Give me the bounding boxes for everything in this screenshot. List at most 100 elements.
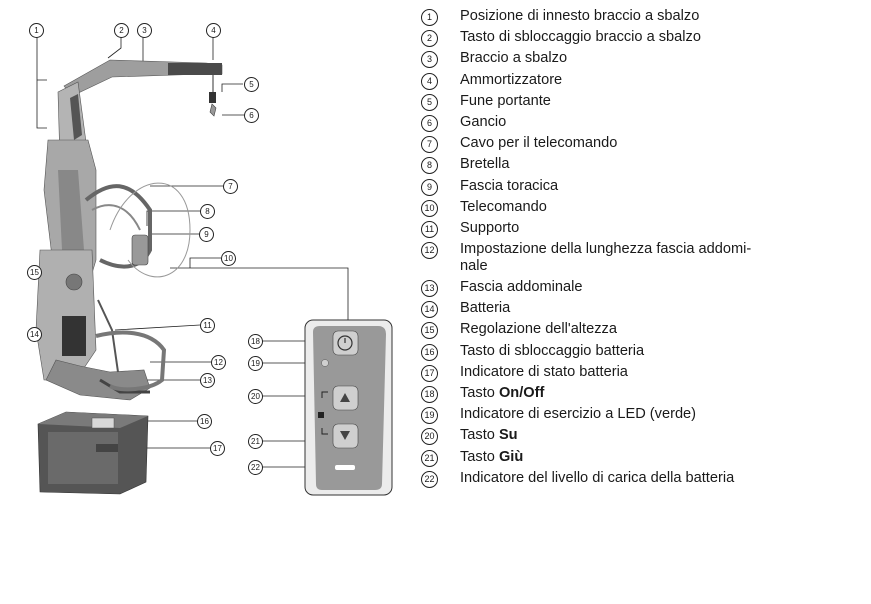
legend-label: Telecomando xyxy=(460,199,547,215)
callout-9: 9 xyxy=(199,227,214,242)
legend-text: Tasto di sbloccaggio batteria xyxy=(460,343,865,360)
legend-item: 18 Tasto On/Off xyxy=(421,385,866,406)
legend-number: 17 xyxy=(421,365,438,382)
legend-item: 15 Regolazione dell'altezza xyxy=(421,321,866,342)
legend-number: 1 xyxy=(421,9,438,26)
legend-label: Braccio a sbalzo xyxy=(460,50,567,66)
legend-number: 10 xyxy=(421,200,438,217)
legend-item: 16 Tasto di sbloccaggio batteria xyxy=(421,343,866,364)
legend-number: 9 xyxy=(421,179,438,196)
battery xyxy=(38,412,148,494)
callout-19: 19 xyxy=(248,356,263,371)
legend-label: Batteria xyxy=(460,300,510,316)
legend-item: 12 Impostazione della lunghezza fascia ad… xyxy=(421,241,866,279)
legend-text: Indicatore di stato batteria xyxy=(460,364,865,381)
legend-item: 13 Fascia addominale xyxy=(421,279,866,300)
callout-3: 3 xyxy=(137,23,152,38)
legend-item: 9 Fascia toracica xyxy=(421,178,866,199)
legend-text: Ammortizzatore xyxy=(460,72,865,89)
legend-label-bold: Su xyxy=(499,427,518,443)
callout-14: 14 xyxy=(27,327,42,342)
legend-label: Bretella xyxy=(460,156,509,172)
legend-text: Posizione di innesto braccio a sbalzo xyxy=(460,8,865,25)
legend-label: Tasto di sbloccaggio braccio a sbalzo xyxy=(460,29,701,45)
legend-number: 7 xyxy=(421,136,438,153)
harness-frame xyxy=(36,140,190,400)
callout-8: 8 xyxy=(200,204,215,219)
legend-text: Braccio a sbalzo xyxy=(460,50,865,67)
legend-item: 22 Indicatore del livello di carica della… xyxy=(421,470,866,491)
callout-5: 5 xyxy=(244,77,259,92)
callout-12: 12 xyxy=(211,355,226,370)
legend-text: Tasto Giù xyxy=(460,449,865,466)
legend-text: Indicatore del livello di carica della b… xyxy=(460,470,865,487)
legend-text: Impostazione della lunghezza fascia addo… xyxy=(460,241,865,275)
legend-item: 17 Indicatore di stato batteria xyxy=(421,364,866,385)
legend-label: Fascia addominale xyxy=(460,279,583,295)
exoskeleton-illustration xyxy=(0,0,420,599)
callout-13: 13 xyxy=(200,373,215,388)
callout-18: 18 xyxy=(248,334,263,349)
legend-number: 8 xyxy=(421,157,438,174)
legend-item: 14 Batteria xyxy=(421,300,866,321)
legend-number: 4 xyxy=(421,73,438,90)
legend-text: Fune portante xyxy=(460,93,865,110)
legend-number: 3 xyxy=(421,51,438,68)
legend-text: Batteria xyxy=(460,300,865,317)
legend-number: 15 xyxy=(421,322,438,339)
legend-item: 7 Cavo per il telecomando xyxy=(421,135,866,156)
legend-text: Fascia toracica xyxy=(460,178,865,195)
legend-number: 13 xyxy=(421,280,438,297)
legend-item: 2 Tasto di sbloccaggio braccio a sbalzo xyxy=(421,29,866,50)
legend-number: 16 xyxy=(421,344,438,361)
legend-label: Indicatore di stato batteria xyxy=(460,364,628,380)
legend-number: 2 xyxy=(421,30,438,47)
legend-number: 6 xyxy=(421,115,438,132)
legend-text: Tasto On/Off xyxy=(460,385,865,402)
legend-label: Tasto xyxy=(460,427,499,443)
callout-2: 2 xyxy=(114,23,129,38)
legend-item: 4 Ammortizzatore xyxy=(421,72,866,93)
legend-number: 22 xyxy=(421,471,438,488)
legend-text: Tasto Su xyxy=(460,427,865,444)
legend-label: Indicatore del livello di carica della b… xyxy=(460,470,734,486)
legend-text: Supporto xyxy=(460,220,865,237)
legend-item: 11 Supporto xyxy=(421,220,866,241)
legend-label: Posizione di innesto braccio a sbalzo xyxy=(460,8,699,24)
callout-17: 17 xyxy=(210,441,225,456)
legend-number: 12 xyxy=(421,242,438,259)
legend-label: Impostazione della lunghezza fascia addo… xyxy=(460,241,751,257)
legend-number: 18 xyxy=(421,386,438,403)
legend-text: Indicatore di esercizio a LED (verde) xyxy=(460,406,865,423)
callout-4: 4 xyxy=(206,23,221,38)
legend-label: Regolazione dell'altezza xyxy=(460,321,617,337)
callout-16: 16 xyxy=(197,414,212,429)
legend-text: Tasto di sbloccaggio braccio a sbalzo xyxy=(460,29,865,46)
callout-10: 10 xyxy=(221,251,236,266)
callout-1: 1 xyxy=(29,23,44,38)
callout-7: 7 xyxy=(223,179,238,194)
legend-label-bold: On/Off xyxy=(499,385,544,401)
legend-number: 20 xyxy=(421,428,438,445)
legend-number: 5 xyxy=(421,94,438,111)
legend-number: 19 xyxy=(421,407,438,424)
legend-label: Gancio xyxy=(460,114,506,130)
legend-label: Fascia toracica xyxy=(460,178,558,194)
callout-15: 15 xyxy=(27,265,42,280)
legend-text: Telecomando xyxy=(460,199,865,216)
legend-number: 11 xyxy=(421,221,438,238)
remote-control-panel xyxy=(305,320,392,495)
callout-11: 11 xyxy=(200,318,215,333)
legend-item: 1 Posizione di innesto braccio a sbalzo xyxy=(421,8,866,29)
legend-text: Regolazione dell'altezza xyxy=(460,321,865,338)
legend-label: Supporto xyxy=(460,220,519,236)
legend-label: Fune portante xyxy=(460,93,551,109)
legend-item: 20 Tasto Su xyxy=(421,427,866,448)
legend-label: Ammortizzatore xyxy=(460,72,562,88)
legend-number: 14 xyxy=(421,301,438,318)
legend-item: 8 Bretella xyxy=(421,156,866,177)
callout-22: 22 xyxy=(248,460,263,475)
legend-label: Cavo per il telecomando xyxy=(460,135,617,151)
